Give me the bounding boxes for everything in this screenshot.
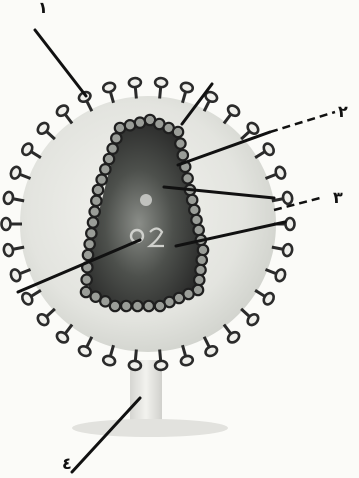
capsomere-bead-icon [198, 245, 208, 255]
surface-spike-icon [241, 309, 260, 327]
capsomere-bead-icon [100, 164, 110, 174]
surface-spike-icon [36, 121, 55, 139]
surface-spike-icon [180, 345, 194, 366]
capsomere-bead-icon [84, 239, 94, 249]
surface-spike-icon [204, 337, 219, 358]
capsomere-bead-icon [197, 255, 207, 265]
surface-spike-icon [102, 345, 116, 366]
surface-spike-icon [180, 81, 194, 102]
capsomere-bead-icon [89, 206, 99, 216]
surface-spike-icon [255, 290, 276, 306]
capsomere-bead-icon [86, 228, 96, 238]
label-1: ١ [38, 0, 48, 16]
capsomere-bead-icon [107, 143, 117, 153]
surface-spike-icon [129, 78, 142, 99]
surface-spike-icon [155, 349, 168, 370]
surface-spike-icon [272, 243, 293, 256]
capsomere-bead-icon [81, 287, 91, 297]
surface-spike-icon [20, 142, 41, 158]
surface-spike-icon [102, 81, 116, 102]
capsomere-bead-icon [125, 120, 135, 130]
capsomere-bead-icon [88, 217, 98, 227]
capsomere-bead-icon [194, 275, 204, 285]
capsomere-bead-icon [93, 185, 103, 195]
surface-spike-icon [55, 325, 72, 345]
surface-spike-icon [77, 337, 92, 358]
capsomere-bead-icon [135, 117, 145, 127]
surface-spike-icon [224, 325, 241, 345]
surface-spike-icon [9, 268, 30, 282]
capsomere-bead-icon [195, 265, 205, 275]
stand-base-icon [72, 419, 228, 437]
surface-spike-icon [55, 103, 72, 123]
leader-line-1 [35, 30, 86, 96]
capsomere-bead-icon [96, 174, 106, 184]
capsomere-bead-icon [173, 127, 183, 137]
label-3: ٣ [333, 190, 343, 206]
capsomere-bead-icon [187, 195, 197, 205]
surface-spike-icon [36, 309, 55, 327]
capsomere-bead-icon [189, 205, 199, 215]
leader-line-2b [270, 112, 335, 132]
capsomere-bead-icon [155, 301, 165, 311]
capsomere-bead-icon [193, 225, 203, 235]
capsomere-bead-icon [111, 133, 121, 143]
surface-spike-icon [3, 191, 24, 204]
core-mark-dot [140, 194, 152, 206]
capsomere-bead-icon [144, 301, 154, 311]
capsomere-bead-icon [178, 150, 188, 160]
surface-spike-icon [265, 268, 286, 282]
capsomere-bead-icon [104, 154, 114, 164]
surface-spike-icon [265, 165, 286, 179]
surface-spike-icon [20, 290, 41, 306]
capsomere-bead-icon [83, 250, 93, 260]
label-2: ٢ [338, 104, 348, 120]
capsomere-bead-icon [91, 196, 101, 206]
capsomere-bead-icon [132, 301, 142, 311]
surface-spike-icon [155, 78, 168, 99]
capsomere-bead-icon [182, 173, 192, 183]
capsomere-bead-icon [191, 215, 201, 225]
capsomere-bead-icon [81, 274, 91, 284]
surface-spike-icon [255, 142, 276, 158]
label-4: ٤ [62, 456, 72, 472]
surface-spike-icon [224, 103, 241, 123]
capsomere-bead-icon [115, 123, 125, 133]
stand [72, 360, 228, 437]
surface-spike-icon [9, 165, 30, 179]
surface-spike-icon [129, 349, 142, 370]
surface-spike-icon [2, 218, 23, 230]
surface-spike-icon [3, 243, 24, 256]
capsomere-bead-icon [175, 138, 185, 148]
capsomere-bead-icon [121, 301, 131, 311]
